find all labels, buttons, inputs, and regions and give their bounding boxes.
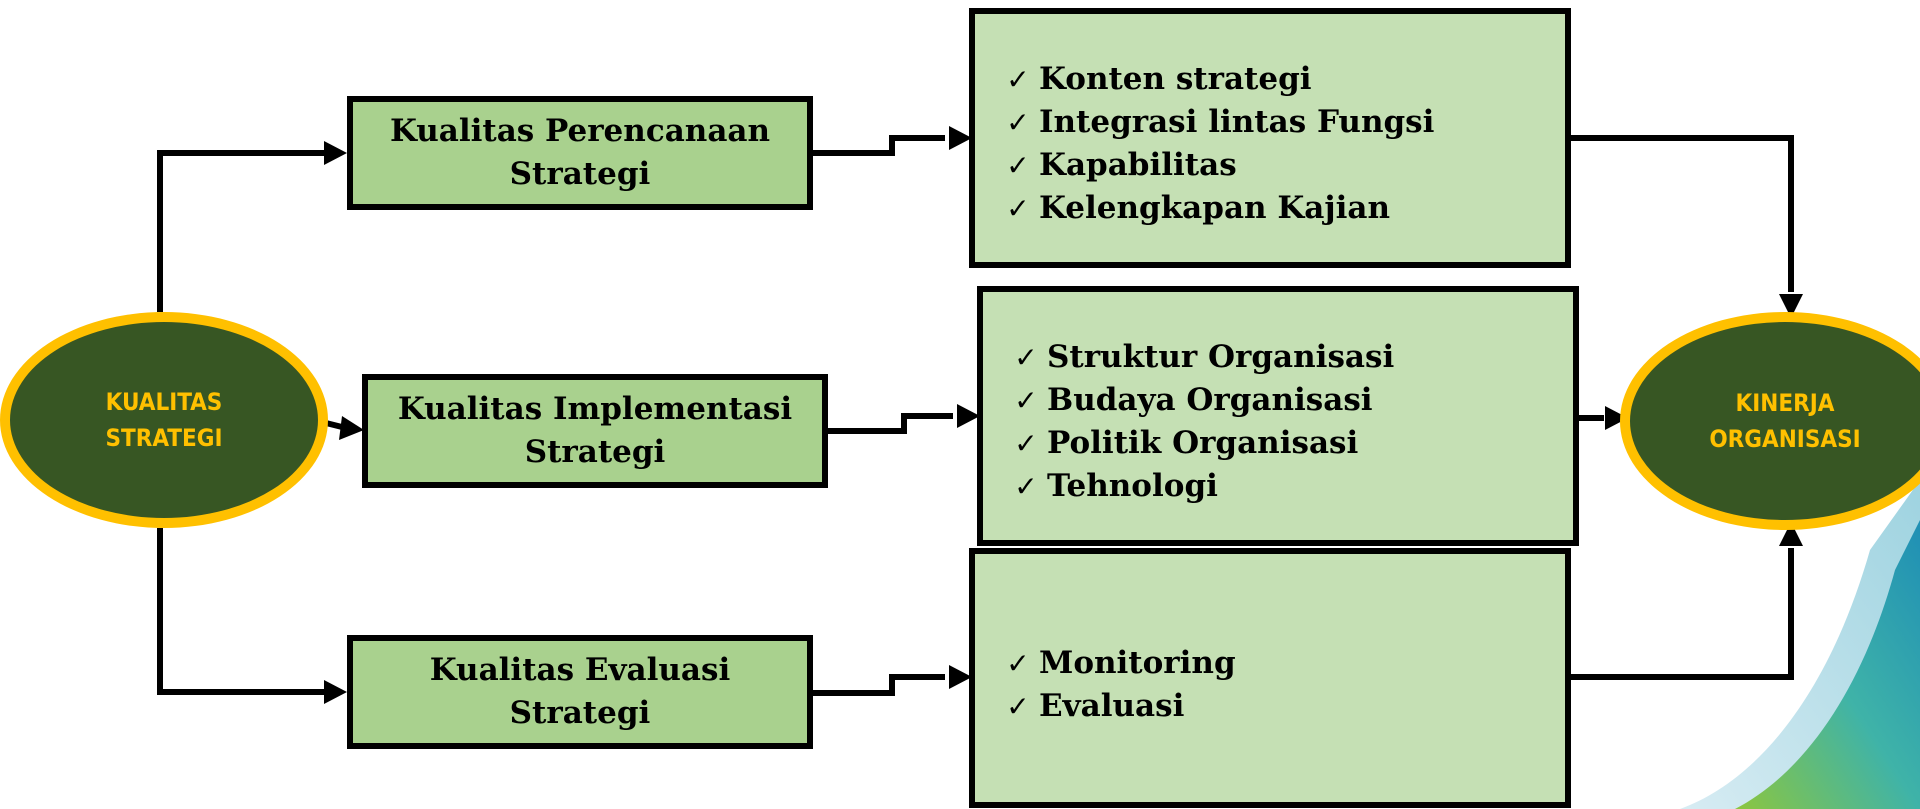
check-icon: ✓ <box>1006 192 1030 225</box>
check-icon: ✓ <box>1006 149 1030 182</box>
checklist-item: ✓ Konten strategi <box>997 58 1312 101</box>
step-box-evaluation: Kualitas Evaluasi Strategi <box>347 635 813 749</box>
arrowhead <box>949 665 972 689</box>
target-label-line2: ORGANISASI <box>1709 425 1861 453</box>
checklist-item-label: Integrasi lintas Fungsi <box>1039 104 1435 140</box>
arrowhead <box>1779 294 1803 318</box>
connector-implementation-to-detail <box>827 413 953 434</box>
source-ellipse: KUALITAS STRATEGI <box>0 312 328 528</box>
checklist-item-label: Konten strategi <box>1039 61 1312 97</box>
detail-box-evaluation: ✓ Monitoring ✓ Evaluasi <box>969 548 1571 808</box>
connector-source-to-planning <box>157 150 330 312</box>
checklist-item-label: Kelengkapan Kajian <box>1039 190 1391 226</box>
checklist-item: ✓ Struktur Organisasi <box>1005 336 1394 379</box>
check-icon: ✓ <box>1014 427 1038 460</box>
connector-planning-to-detail <box>812 135 945 156</box>
connector-evaluation-detail-to-target <box>1570 548 1794 680</box>
checklist-item: ✓ Budaya Organisasi <box>1005 379 1373 422</box>
checklist-item-label: Tehnologi <box>1047 468 1218 504</box>
checklist-item-label: Budaya Organisasi <box>1047 382 1373 418</box>
checklist-item-label: Kapabilitas <box>1039 147 1237 183</box>
connector-evaluation-to-detail <box>812 674 945 696</box>
checklist-item-label: Struktur Organisasi <box>1047 339 1395 375</box>
check-icon: ✓ <box>1006 63 1030 96</box>
check-icon: ✓ <box>1006 690 1030 723</box>
step-label-line2: Strategi <box>509 695 651 731</box>
check-icon: ✓ <box>1014 384 1038 417</box>
source-label-line2: STRATEGI <box>105 424 223 452</box>
check-icon: ✓ <box>1014 470 1038 503</box>
arrowhead <box>324 680 347 704</box>
arrowhead <box>1605 406 1628 430</box>
step-label-line2: Strategi <box>509 156 651 192</box>
detail-box-implementation: ✓Struktur Organisasi ✓Budaya Organisasi … <box>977 286 1579 546</box>
check-icon: ✓ <box>1006 647 1030 680</box>
target-ellipse: KINERJA ORGANISASI <box>1620 312 1920 530</box>
step-label-line1: Kualitas Perencanaan <box>389 113 771 149</box>
checklist-item-label: Monitoring <box>1039 645 1236 681</box>
arrowhead <box>324 141 347 165</box>
checklist-item: ✓ Kelengkapan Kajian <box>997 187 1390 230</box>
decorative-swoosh <box>1680 480 1920 809</box>
detail-box-planning: ✓ Konten strategi ✓ Integrasi lintas Fungs… <box>969 8 1571 268</box>
step-box-planning: Kualitas Perencanaan Strategi <box>347 96 813 210</box>
arrowhead <box>949 126 972 150</box>
connector-source-to-evaluation <box>157 528 330 695</box>
step-label-line2: Strategi <box>524 434 666 470</box>
target-label-line1: KINERJA <box>1735 389 1835 417</box>
checklist-item: ✓ Politik Organisasi <box>1005 422 1358 465</box>
checklist-item-label: Evaluasi <box>1039 688 1185 724</box>
arrowhead <box>1779 522 1803 546</box>
checklist-item: ✓ Monitoring <box>997 642 1236 685</box>
step-label-line1: Kualitas Implementasi <box>397 391 793 427</box>
source-label-line1: KUALITAS <box>105 388 223 416</box>
step-box-implementation: Kualitas Implementasi Strategi <box>362 374 828 488</box>
checklist-item: ✓ Integrasi lintas Fungsi <box>997 101 1434 144</box>
checklist-item: ✓ Tehnologi <box>1005 465 1218 508</box>
arrowhead <box>957 404 980 428</box>
connector-planning-detail-to-target <box>1570 135 1794 292</box>
step-label-line1: Kualitas Evaluasi <box>429 652 731 688</box>
checklist-item: ✓ Kapabilitas <box>997 144 1237 187</box>
checklist-item: ✓ Evaluasi <box>997 685 1184 728</box>
arrowhead <box>339 416 364 440</box>
check-icon: ✓ <box>1006 106 1030 139</box>
check-icon: ✓ <box>1014 341 1038 374</box>
checklist-item-label: Politik Organisasi <box>1047 425 1359 461</box>
